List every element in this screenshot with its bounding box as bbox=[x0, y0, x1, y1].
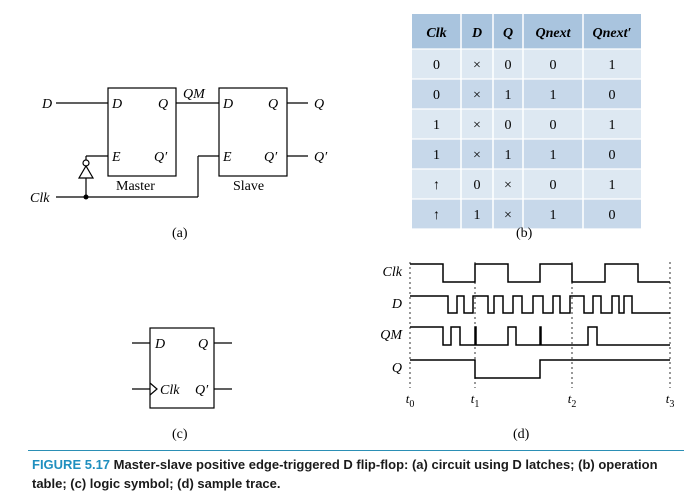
slave-latch-box bbox=[218, 87, 288, 177]
d-input-label: D bbox=[41, 97, 52, 112]
table-cell: 0 bbox=[474, 178, 481, 193]
figure-caption: FIGURE 5.17 Master-slave positive edge-t… bbox=[32, 455, 672, 493]
master-pin-e: E bbox=[111, 150, 121, 165]
table-cell: 0 bbox=[433, 88, 440, 103]
slave-pin-qbar: Q′ bbox=[264, 150, 278, 165]
caption-text: Master-slave positive edge-triggered D f… bbox=[32, 457, 658, 491]
circuit-diagram bbox=[56, 87, 308, 198]
table-cell: ↑ bbox=[433, 208, 440, 223]
caption-rule bbox=[28, 450, 684, 451]
table-cell: 0 bbox=[609, 88, 616, 103]
time-marker-label: t0 bbox=[406, 391, 415, 410]
table-cell: 1 bbox=[550, 148, 557, 163]
master-pin-d: D bbox=[111, 97, 122, 112]
table-cell: 0 bbox=[550, 118, 557, 133]
symbol-pin-clk: Clk bbox=[160, 383, 180, 398]
table-cell: 1 bbox=[609, 118, 616, 133]
slave-label: Slave bbox=[233, 179, 264, 194]
table-sublabel: (b) bbox=[516, 226, 533, 241]
table-cell: × bbox=[504, 208, 512, 223]
table-cell: 1 bbox=[505, 88, 512, 103]
qm-waveform bbox=[410, 326, 670, 346]
table-cell: 1 bbox=[609, 58, 616, 73]
table-cell: 1 bbox=[609, 178, 616, 193]
table-header-cell: Qnext′ bbox=[593, 26, 632, 41]
symbol-sublabel: (c) bbox=[172, 427, 188, 442]
time-marker-label: t3 bbox=[666, 391, 675, 410]
table-cell: 1 bbox=[550, 88, 557, 103]
table-row-bg bbox=[412, 49, 641, 79]
slave-pin-d: D bbox=[222, 97, 233, 112]
operation-table: Clk D Q Qnext Qnext′ 0 × 0 0 1 0 × 1 1 0 1 × 0 0 1 1 × 1 1 0 ↑ 0 × 0… bbox=[412, 14, 641, 230]
d-waveform bbox=[410, 295, 670, 314]
clk-junction-dot bbox=[83, 194, 89, 200]
table-cell: 1 bbox=[433, 148, 440, 163]
qm-label: QM bbox=[183, 87, 206, 102]
slave-pin-e: E bbox=[222, 150, 232, 165]
master-label: Master bbox=[116, 179, 155, 194]
table-cell: 1 bbox=[433, 118, 440, 133]
table-header-bg bbox=[412, 14, 641, 49]
table-header-cell: Qnext bbox=[536, 26, 572, 41]
table-cell: ↑ bbox=[433, 178, 440, 193]
table-row-bg bbox=[412, 139, 641, 169]
table-cell: × bbox=[473, 88, 481, 103]
inverter-triangle bbox=[77, 164, 95, 179]
qbar-output-label: Q′ bbox=[314, 150, 328, 165]
table-row-bg bbox=[412, 109, 641, 139]
table-row-bg bbox=[412, 169, 641, 199]
clock-edge-triangle bbox=[149, 382, 158, 396]
master-pin-qbar: Q′ bbox=[154, 150, 168, 165]
caption-label: FIGURE 5.17 bbox=[32, 457, 111, 472]
table-cell: × bbox=[504, 178, 512, 193]
signal-label: D bbox=[391, 297, 402, 312]
table-cell: 0 bbox=[609, 208, 616, 223]
slave-pin-q: Q bbox=[268, 97, 278, 112]
table-row-bg bbox=[412, 199, 641, 229]
table-header-cell: D bbox=[471, 26, 482, 41]
clk-waveform bbox=[410, 263, 670, 283]
trace-sublabel: (d) bbox=[513, 427, 530, 442]
symbol-pin-d: D bbox=[154, 337, 165, 352]
table-header-cell: Q bbox=[503, 26, 513, 41]
table-cell: 0 bbox=[550, 178, 557, 193]
signal-label: Q bbox=[392, 361, 402, 376]
table-cell: × bbox=[473, 118, 481, 133]
table-cell: × bbox=[473, 58, 481, 73]
table-cell: 0 bbox=[505, 118, 512, 133]
time-marker-label: t2 bbox=[568, 391, 577, 410]
table-cell: 1 bbox=[505, 148, 512, 163]
table-header-cell: Clk bbox=[426, 26, 446, 41]
figure-canvas: D Clk D Q E Q′ Master QM D Q E Q′ Slave … bbox=[30, 14, 674, 442]
symbol-pin-qbar: Q′ bbox=[195, 383, 209, 398]
q-waveform bbox=[410, 359, 670, 379]
logic-symbol bbox=[132, 327, 232, 409]
master-pin-q: Q bbox=[158, 97, 168, 112]
table-cell: 1 bbox=[550, 208, 557, 223]
q-output-label: Q bbox=[314, 97, 324, 112]
table-cell: × bbox=[473, 148, 481, 163]
table-cell: 0 bbox=[609, 148, 616, 163]
symbol-pin-q: Q bbox=[198, 337, 208, 352]
symbol-box bbox=[149, 327, 215, 409]
signal-label: QM bbox=[380, 328, 403, 343]
table-cell: 0 bbox=[550, 58, 557, 73]
table-row-bg bbox=[412, 79, 641, 109]
master-latch-box bbox=[107, 87, 177, 177]
signal-label: Clk bbox=[383, 265, 403, 280]
clk-input-label: Clk bbox=[30, 191, 50, 206]
table-cell: 0 bbox=[433, 58, 440, 73]
circuit-sublabel: (a) bbox=[172, 226, 188, 241]
time-marker-label: t1 bbox=[471, 391, 480, 410]
table-cell: 0 bbox=[505, 58, 512, 73]
table-cell: 1 bbox=[474, 208, 481, 223]
